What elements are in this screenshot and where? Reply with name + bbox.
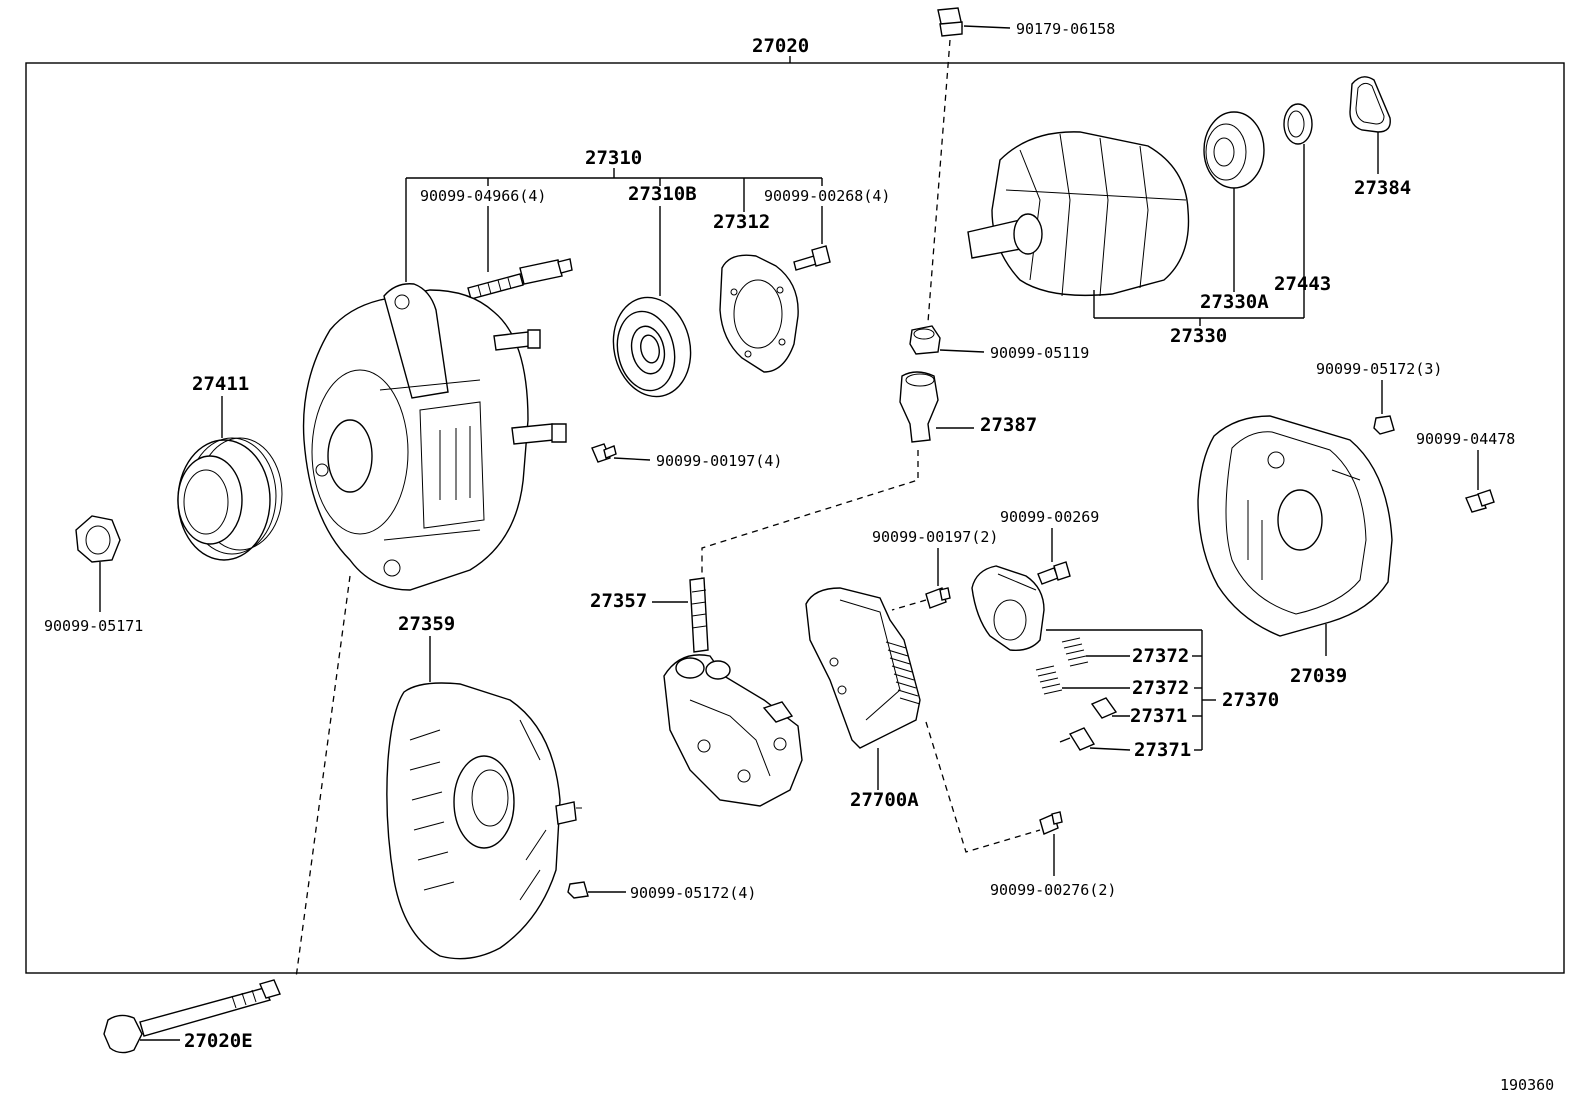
callout-27310-bracket [405,168,823,282]
label-90099-04478: 90099-04478 [1416,430,1515,448]
washer-27443-icon [1283,103,1313,318]
rotor-27330-icon [967,131,1304,326]
label-27312: 27312 [713,211,770,233]
spring-27372-lower-icon [1035,665,1202,695]
brush-27371-lower-icon [1059,727,1202,751]
label-27310b: 27310B [628,183,697,205]
spring-27372-upper-icon [1061,637,1202,667]
label-27310: 27310 [585,147,642,169]
screw-90099-00268-icon [793,206,831,271]
label-27357: 27357 [590,590,647,612]
brush-27371-upper-icon [1090,697,1202,719]
label-90099-05119: 90099-05119 [990,344,1089,362]
label-27372-b: 27372 [1132,677,1189,699]
rectifier-end-frame-27359-icon [386,682,582,960]
label-27384: 27384 [1354,177,1411,199]
label-27372-a: 27372 [1132,645,1189,667]
label-90099-04966: 90099-04966(4) [420,187,546,205]
brush-group-bracket [1046,629,1216,750]
nut-90099-05119-icon [909,325,985,355]
label-90099-00269: 90099-00269 [1000,508,1099,526]
label-27370: 27370 [1222,689,1279,711]
label-27330: 27330 [1170,325,1227,347]
label-27020e: 27020E [184,1030,253,1052]
label-90099-05172-3: 90099-05172(3) [1316,360,1442,378]
bolt-90099-04478-icon [1465,489,1495,513]
label-90099-05171: 90099-05171 [44,617,143,635]
diagram-id: 190360 [1500,1076,1554,1094]
label-90179-06158: 90179-06158 [1016,20,1115,38]
label-27371-b: 27371 [1134,739,1191,761]
bearing-27330a-icon [1203,111,1265,292]
bolt-90179-06158-icon [937,7,1011,37]
insulator-27384-icon [1349,76,1391,174]
rectifier-27357-icon [663,577,803,807]
regulator-27700a-icon [805,587,921,790]
label-27443: 27443 [1274,273,1331,295]
screw-90099-00197-4-icon [591,443,651,463]
terminal-insulator-27387-icon [899,371,974,443]
screw-90099-00197-2-icon [925,587,951,609]
label-27700a: 27700A [850,789,919,811]
label-27387: 27387 [980,414,1037,436]
label-90099-00276: 90099-00276(2) [990,881,1116,899]
nut-90099-05172-3-icon [1373,415,1395,435]
label-27371-a: 27371 [1130,705,1187,727]
label-90099-00268: 90099-00268(4) [764,187,890,205]
label-27330a: 27330A [1200,291,1269,313]
label-90099-00197-4: 90099-00197(4) [656,452,782,470]
nut-90099-05171-icon [75,515,121,612]
label-27359: 27359 [398,613,455,635]
nut-90099-05172-4-icon [567,881,626,899]
label-27039: 27039 [1290,665,1347,687]
screw-90099-00276-icon [1039,811,1063,876]
bearing-27310b-icon [612,206,692,398]
assembly-frame [25,62,1565,974]
pulley-27411-icon [177,396,283,561]
brush-holder-27370-icon [971,565,1045,651]
through-bolt-27020e-icon [103,979,281,1054]
rear-end-cover-27039-icon [1197,415,1393,656]
label-27411: 27411 [192,373,249,395]
label-90099-05172-4: 90099-05172(4) [630,884,756,902]
drive-end-frame-icon [302,283,567,591]
label-90099-00197-2: 90099-00197(2) [872,528,998,546]
stud-bolt-icon [467,206,573,300]
retainer-plate-27312-icon [719,254,799,373]
screw-90099-00269-icon [1037,561,1071,585]
assembly-number: 27020 [752,35,809,57]
